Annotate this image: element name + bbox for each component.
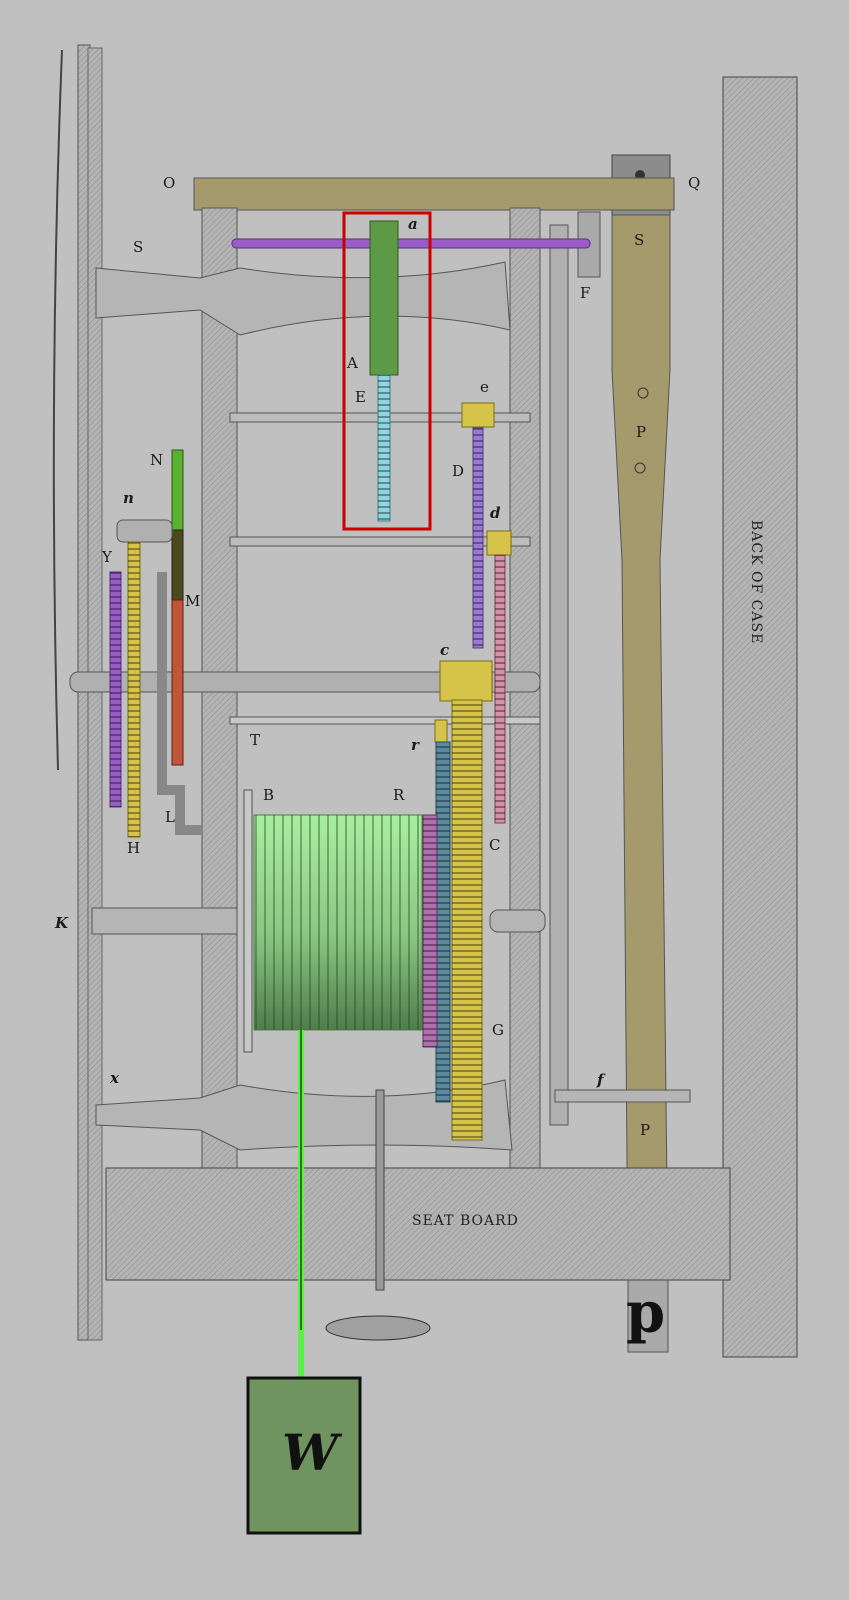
label-N: N	[150, 451, 163, 469]
weight-assembly: W	[246, 1030, 431, 1535]
label-a: a	[408, 215, 418, 233]
label-e: e	[480, 378, 489, 396]
label-K: K	[54, 914, 69, 932]
wheels	[109, 220, 512, 1141]
label-B: B	[263, 786, 274, 804]
label-R: R	[393, 786, 405, 804]
label-n: n	[123, 489, 134, 507]
label-G: G	[492, 1021, 504, 1039]
label-A: A	[346, 354, 358, 372]
label-P-mid: P	[636, 423, 646, 441]
highlight-box	[342, 211, 432, 531]
label-f: f	[596, 1071, 606, 1089]
part-labels: O Q a S S F A E e D N n d P Y M c T r R …	[54, 174, 700, 1346]
back-of-case: BACK OF CASE	[722, 76, 798, 1358]
label-O: O	[163, 174, 175, 192]
winding-drum	[243, 789, 423, 1053]
label-x: x	[109, 1069, 120, 1087]
label-d: d	[490, 504, 501, 522]
label-D: D	[452, 462, 464, 480]
label-c: c	[440, 641, 449, 659]
back-of-case-label: BACK OF CASE	[748, 520, 764, 644]
label-E: E	[355, 388, 366, 406]
seat-board-label: SEAT BOARD	[412, 1213, 519, 1229]
label-Q: Q	[688, 174, 700, 192]
label-p: p	[626, 1280, 665, 1346]
label-S-top: S	[133, 238, 143, 256]
label-P-low: P	[640, 1121, 650, 1139]
label-L: L	[165, 808, 175, 826]
label-r: r	[411, 736, 420, 754]
label-T: T	[250, 731, 260, 749]
label-S-pendulum: S	[634, 231, 644, 249]
label-H: H	[127, 839, 140, 857]
label-C: C	[489, 836, 500, 854]
label-M: M	[185, 592, 200, 610]
label-Y: Y	[101, 548, 113, 566]
label-F: F	[580, 284, 590, 302]
weight-label: W	[282, 1423, 343, 1482]
